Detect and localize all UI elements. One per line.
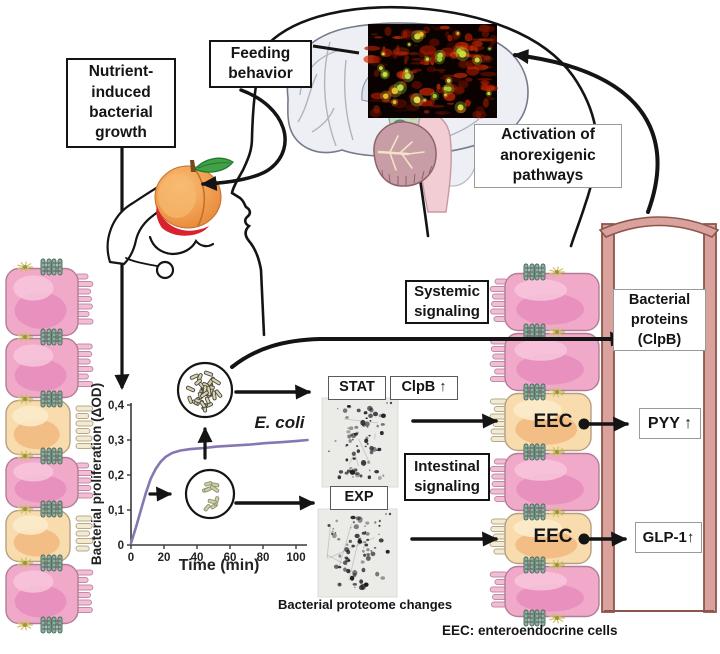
stat-box: STAT [328,376,386,400]
growth-curve [129,438,309,545]
exp-proteome-gel [317,508,398,598]
clpb-label: ClpB ↑ [401,379,447,396]
clpb-up-box: ClpB ↑ [390,376,458,400]
intestinal-signaling-box: Intestinal signaling [404,453,490,501]
flow-arrows [148,49,660,547]
pyy-label: PYY ↑ [647,414,693,432]
activation-line: anorexigenic [500,146,596,164]
intestinal-line: signaling [414,478,480,495]
peach-stem [190,160,196,172]
hand-holding-fruit [106,157,234,280]
blood-vessel [598,216,720,613]
x-tick-label: 100 [286,552,305,564]
y-tick-label: 0,3 [108,435,124,447]
exp-box: EXP [330,486,388,510]
systemic-signaling-arrow [230,331,626,369]
right-epithelium [489,263,600,627]
bactprot-line: Bacterial [628,292,691,308]
fluorescence-micrograph [363,24,499,119]
glp1-up-box: GLP-1↑ [635,522,702,553]
gel-image [317,508,398,598]
x-tick-label: 0 [128,552,134,564]
vessel-right-wall [703,223,717,613]
peach-lobe-highlight [158,174,196,218]
bacteria-circle-dense [176,361,234,419]
leaf-vein [197,162,231,169]
x-axis-label: Time (min) [179,557,260,574]
feeding-to-fruit-arrow [201,88,287,191]
growth-chart: 0 0,1 0,2 0,3 0,4 0 20 40 60 80 100 Bacterial proli… [89,383,309,574]
x-tick-label: 80 [257,552,270,564]
fingers-outline [148,235,215,256]
systemic-line: signaling [414,303,480,320]
feeding-line: Feeding [230,44,291,62]
exp-label: EXP [344,489,374,506]
eec1-secretion-dot [578,418,590,430]
nutrient-line: induced [91,83,151,101]
x-tick-label: 40 [191,552,204,564]
systemic-line: Systemic [414,283,480,301]
bacterial-proteins-box: Bacterial proteins (ClpB) [613,289,706,351]
y-axis-label: Bacterial proliferation (ΔOD) [89,383,104,565]
y-tick-label: 0,4 [108,400,125,412]
peach-crease [192,166,206,227]
intestinal-line: Intestinal [414,458,480,476]
nutrient-line: Nutrient- [88,63,154,81]
systemic-signaling-box: Systemic signaling [405,280,489,324]
eec2-secretion-dot [578,533,590,545]
feeding-behavior-box: Feeding behavior [209,40,312,88]
activation-line: Activation of [501,126,595,144]
x-tick-label: 60 [224,552,237,564]
y-tick-label: 0,1 [108,505,125,517]
fingertip [155,260,175,280]
head-crown-outline [266,5,599,248]
nutrient-growth-box: Nutrient- induced bacterial growth [66,58,176,148]
activation-pathways-box: Activation of anorexigenic pathways [474,124,622,188]
stat-label: STAT [339,379,375,396]
eec-legend-caption: EEC: enteroendocrine cells [442,623,618,638]
brain-pointer-line [312,44,360,55]
cerebellum-arbor [377,135,425,171]
left-epithelium [5,258,94,634]
glp1-label: GLP-1↑ [642,528,695,546]
bactprot-line: proteins [630,312,689,328]
peach-red-patch [156,206,209,236]
gel-image [321,397,399,488]
eec-cell-label-1: EEC [533,411,573,432]
stat-proteome-gel [321,397,399,488]
palm-line [125,257,158,267]
cerebellum-folia [381,165,433,185]
vessel-left-wall [601,223,615,613]
bacteria-circle-sparse [184,468,236,520]
face-profile-outline [230,42,270,337]
vessel-rim [598,216,720,238]
y-tick-label: 0,2 [108,470,124,482]
x-tick-label: 20 [158,552,171,564]
ecoli-annotation: E. coli [254,413,305,432]
y-tick-label: 0 [118,540,124,552]
activation-line: pathways [512,167,584,185]
peach-leaf [193,157,234,173]
bactprot-line: (ClpB) [637,332,682,348]
feeding-line: behavior [228,65,293,82]
nutrient-line: growth [95,124,147,142]
nutrient-line: bacterial [89,104,153,121]
proteome-caption: Bacterial proteome changes [278,597,453,612]
pyy-up-box: PYY ↑ [639,408,701,439]
vessel-to-brain-arrow [513,49,660,214]
eec-cell-label-2: EEC [533,526,573,547]
